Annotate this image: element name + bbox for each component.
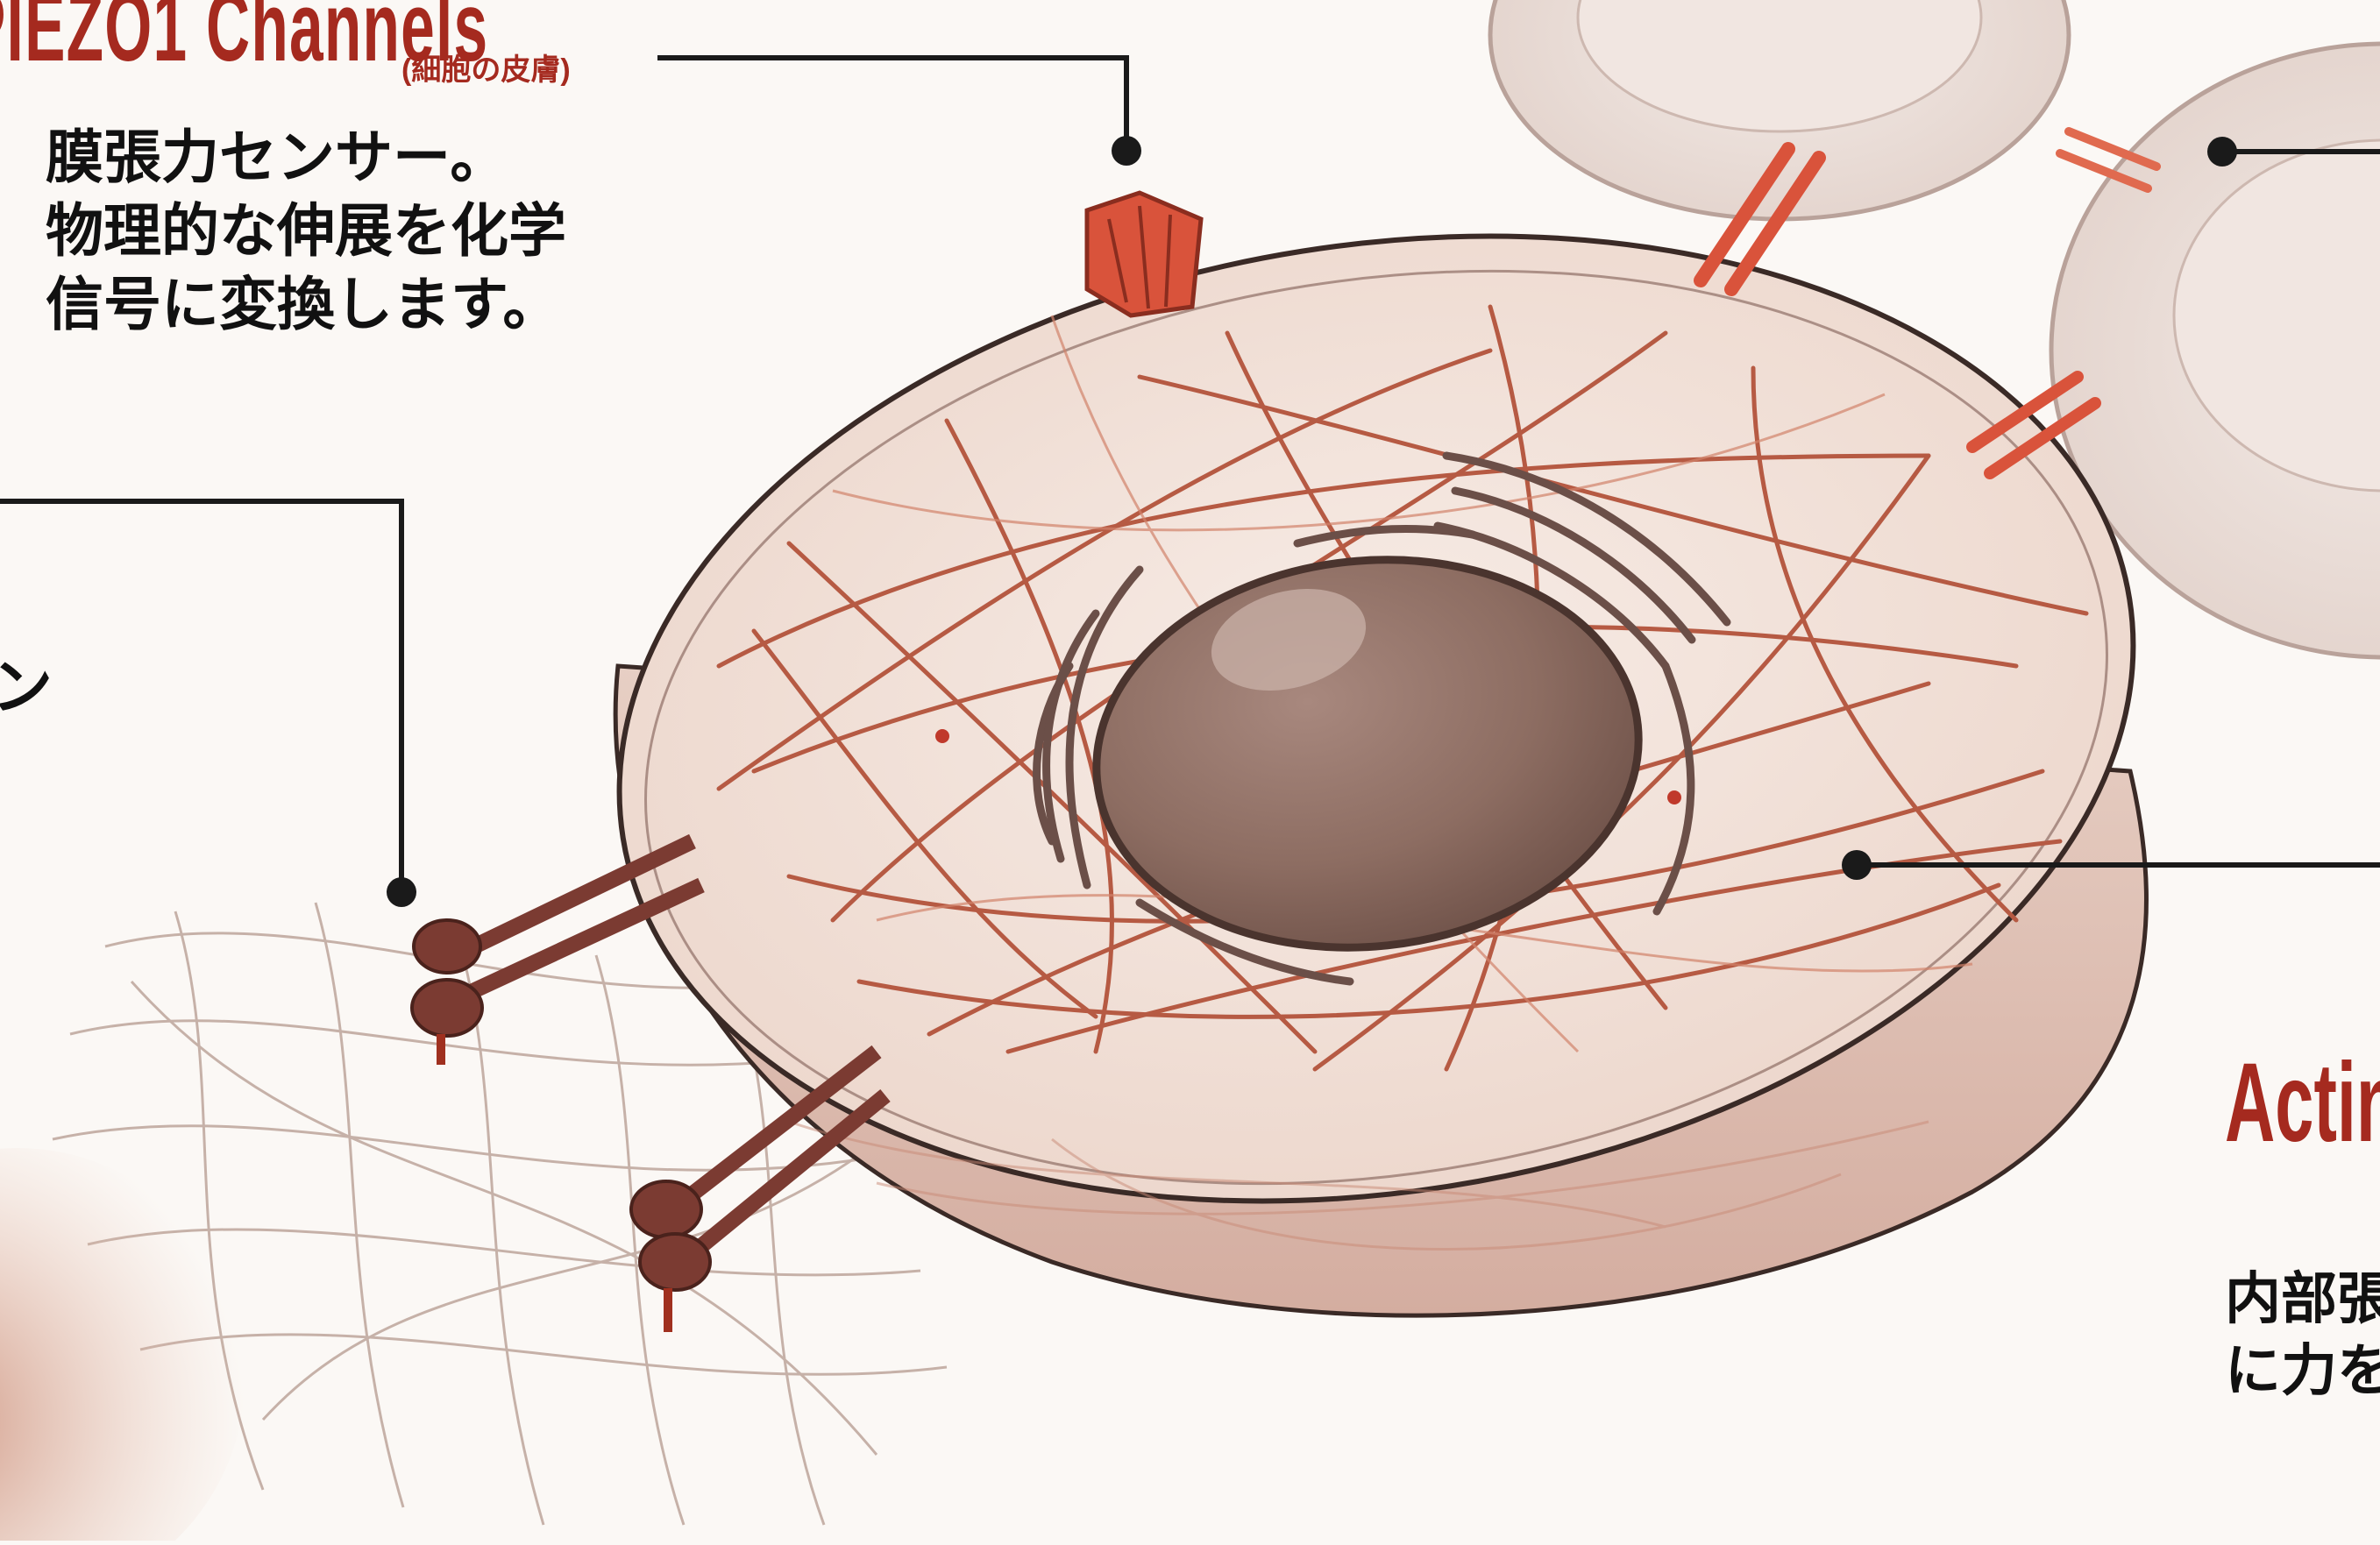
left-label-fragment: ン <box>0 650 53 724</box>
piezo1-subtitle: (細胞の皮膚) <box>401 46 571 89</box>
actin-leader-dot <box>1842 850 1872 880</box>
actin-description: 内部張 に力を <box>2225 1264 2380 1407</box>
piezo1-channel-main <box>1087 193 1201 315</box>
integrin-leader <box>0 501 401 892</box>
junction-leader-dot <box>2207 137 2237 167</box>
actin-desc-line: 内部張 <box>2225 1264 2380 1336</box>
piezo-leader <box>657 58 1126 151</box>
actin-title: Actin <box>2225 1038 2380 1167</box>
piezo1-description: 膜張力センサー。 物理的な伸展を化学 信号に変換します。 <box>46 121 566 342</box>
actin-desc-line: に力を <box>2225 1336 2380 1407</box>
piezo-leader-dot <box>1112 136 1141 166</box>
piezo1-desc-line: 膜張力センサー。 <box>46 121 566 195</box>
piezo1-desc-line: 信号に変換します。 <box>46 268 566 342</box>
integrin-leader-dot <box>387 877 416 907</box>
piezo1-desc-line: 物理的な伸展を化学 <box>46 195 566 268</box>
